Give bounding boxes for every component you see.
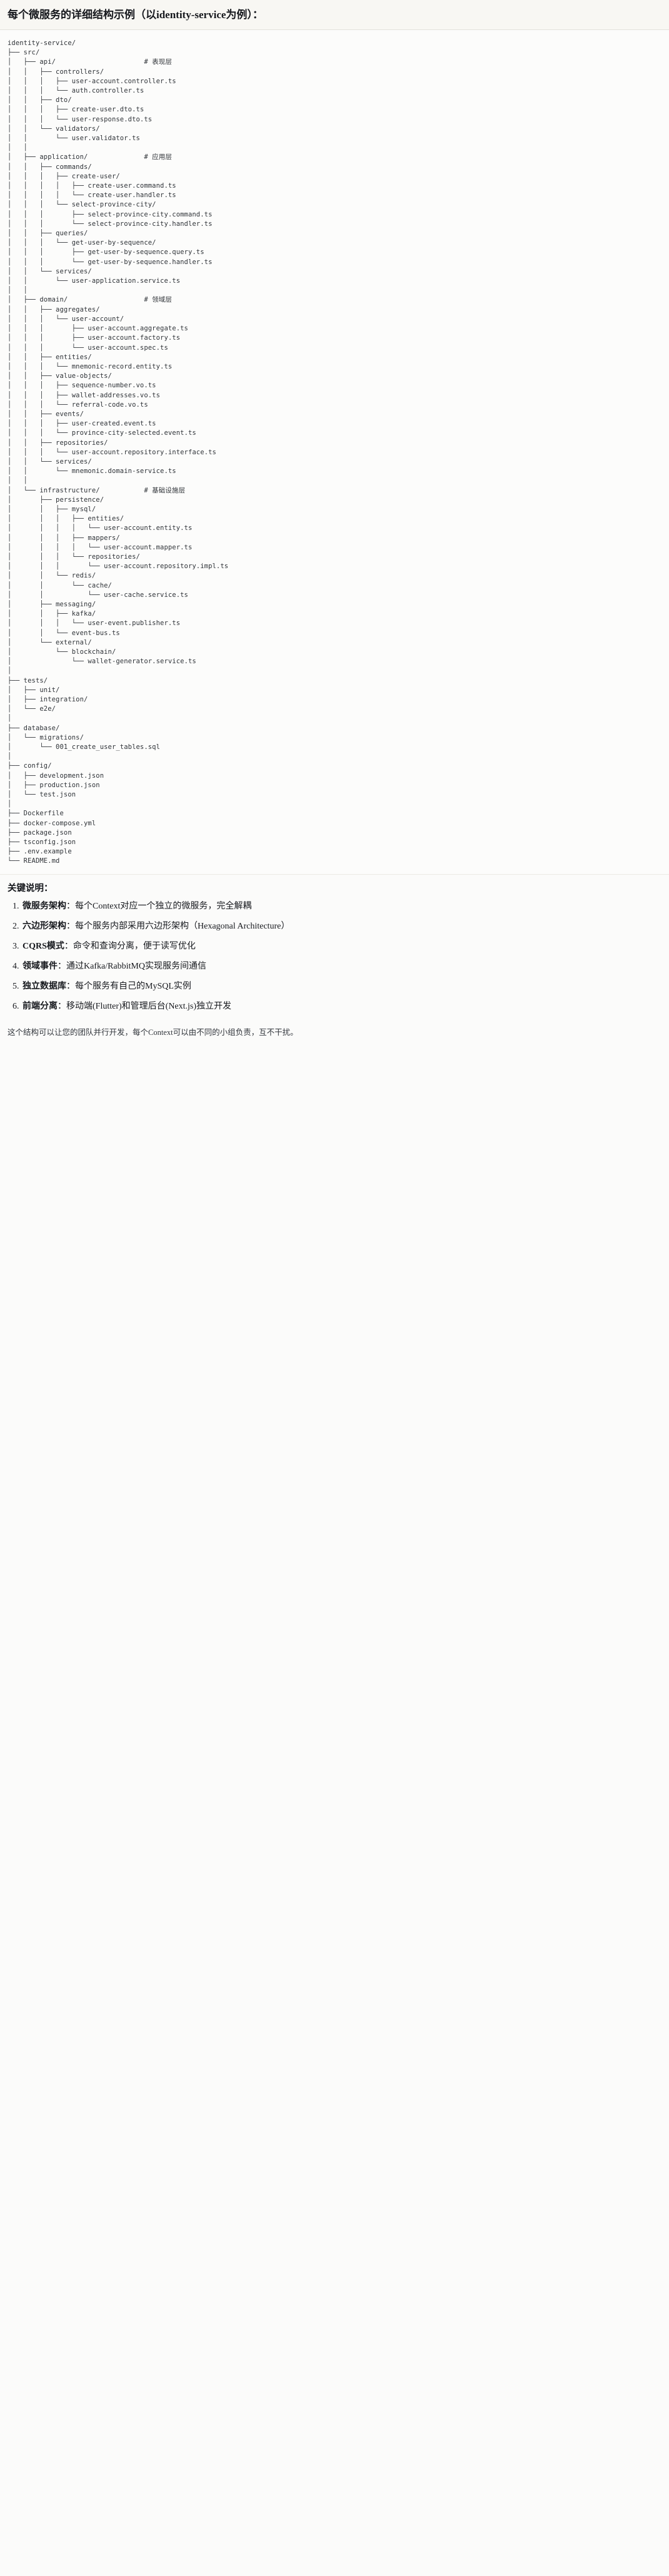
key-point-term: 独立数据库	[23, 981, 66, 991]
list-item: 领域事件：通过Kafka/RabbitMQ实现服务间通信	[21, 960, 661, 973]
directory-tree: identity-service/ ├── src/ │ ├── api/ # …	[8, 39, 229, 865]
key-points-list: 微服务架构：每个Context对应一个独立的微服务，完全解耦 六边形架构：每个服…	[8, 900, 661, 1013]
page-root: 每个微服务的详细结构示例（以identity-service为例）： ident…	[0, 0, 669, 1044]
key-point-desc: 命令和查询分离，便于读写优化	[73, 941, 196, 951]
key-point-term: 前端分离	[23, 1001, 58, 1011]
key-point-separator: ：	[66, 921, 75, 931]
key-point-desc: 每个Context对应一个独立的微服务，完全解耦	[75, 901, 252, 911]
key-point-desc: 每个服务有自己的MySQL实例	[75, 981, 191, 991]
list-item: 六边形架构：每个服务内部采用六边形架构（Hexagonal Architectu…	[21, 920, 661, 933]
section-header: 每个微服务的详细结构示例（以identity-service为例）：	[0, 0, 669, 30]
list-item: 微服务架构：每个Context对应一个独立的微服务，完全解耦	[21, 900, 661, 913]
key-point-desc: 每个服务内部采用六边形架构（Hexagonal Architecture）	[75, 921, 290, 931]
page-title: 每个微服务的详细结构示例（以identity-service为例）：	[8, 9, 263, 21]
list-item: CQRS模式：命令和查询分离，便于读写优化	[21, 940, 661, 953]
key-point-desc: 通过Kafka/RabbitMQ实现服务间通信	[66, 961, 206, 971]
key-point-separator: ：	[58, 1001, 66, 1011]
key-point-term: CQRS模式	[23, 941, 64, 951]
directory-tree-block: identity-service/ ├── src/ │ ├── api/ # …	[0, 30, 669, 874]
key-point-term: 领域事件	[23, 961, 58, 971]
key-point-term: 六边形架构	[23, 921, 66, 931]
key-point-separator: ：	[64, 941, 73, 951]
list-item: 前端分离：移动端(Flutter)和管理后台(Next.js)独立开发	[21, 1000, 661, 1013]
key-point-desc: 移动端(Flutter)和管理后台(Next.js)独立开发	[66, 1001, 232, 1011]
key-point-term: 微服务架构	[23, 901, 66, 911]
footer-note: 这个结构可以让您的团队并行开发，每个Context可以由不同的小组负责，互不干扰…	[8, 1027, 298, 1037]
list-item: 独立数据库：每个服务有自己的MySQL实例	[21, 980, 661, 993]
section-footer: 这个结构可以让您的团队并行开发，每个Context可以由不同的小组负责，互不干扰…	[0, 1021, 669, 1044]
key-point-separator: ：	[66, 901, 75, 911]
key-point-separator: ：	[58, 961, 66, 971]
key-points-heading: 关键说明：	[8, 883, 53, 893]
key-point-separator: ：	[66, 981, 75, 991]
key-points-section: 关键说明： 微服务架构：每个Context对应一个独立的微服务，完全解耦 六边形…	[0, 873, 669, 1022]
